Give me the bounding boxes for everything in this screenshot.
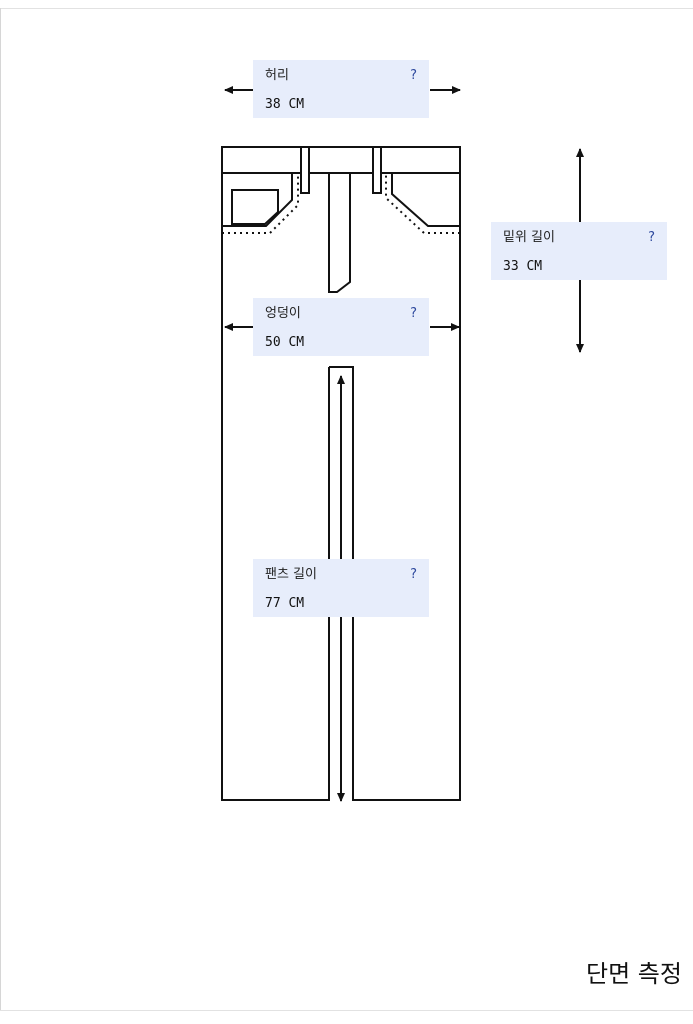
top-divider (0, 8, 693, 9)
hip-label: 엉덩이 (265, 306, 301, 321)
belt-loop-right (372, 146, 382, 194)
waist-value: 38 CM (265, 97, 305, 112)
length-help-icon[interactable]: ? (410, 567, 417, 582)
length-measurement: 팬츠 길이 ? 77 CM (253, 559, 429, 617)
hip-value: 50 CM (265, 335, 305, 350)
hip-help-icon[interactable]: ? (410, 306, 417, 321)
waist-measurement: 허리 ? 38 CM (253, 60, 429, 118)
length-label: 팬츠 길이 (265, 567, 317, 582)
length-value: 77 CM (265, 596, 305, 611)
waist-help-icon[interactable]: ? (410, 68, 417, 83)
waistband (221, 146, 461, 174)
pocket-stitching (222, 173, 460, 234)
bottom-divider (0, 1010, 693, 1011)
left-front-pocket (222, 173, 293, 227)
right-front-pocket (391, 173, 460, 227)
rise-value: 33 CM (503, 259, 543, 274)
rise-help-icon[interactable]: ? (648, 230, 655, 245)
rise-label: 밑위 길이 (503, 230, 555, 245)
belt-loop-left (300, 146, 310, 194)
right-leg (329, 173, 461, 801)
fly (328, 173, 351, 293)
rise-measurement: 밑위 길이 ? 33 CM (491, 222, 667, 280)
left-leg (221, 173, 330, 801)
hip-measurement: 엉덩이 ? 50 CM (253, 298, 429, 356)
left-border (0, 8, 1, 1010)
coin-pocket (231, 189, 279, 225)
waist-label: 허리 (265, 68, 289, 83)
measurement-method-text: 단면 측정 (586, 960, 682, 988)
